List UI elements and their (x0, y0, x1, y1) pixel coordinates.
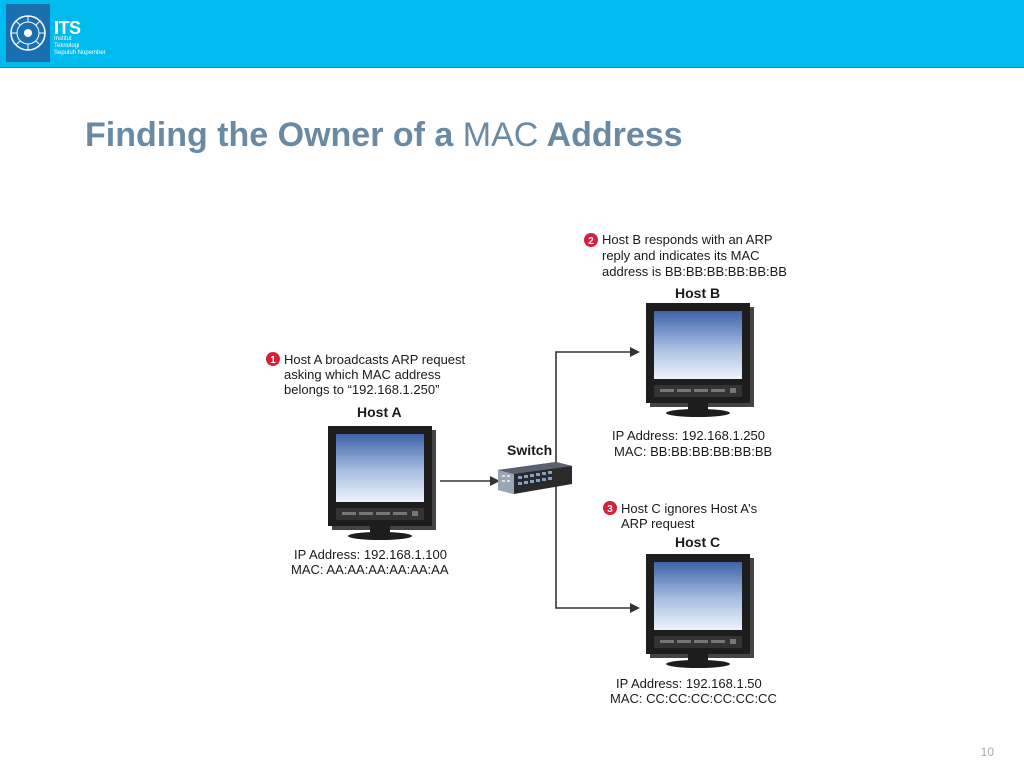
title-part-1: Finding the Owner of a (85, 116, 463, 154)
its-emblem-icon (6, 4, 50, 62)
connection-lines (440, 351, 630, 609)
step-3-line-2: ARP request (621, 516, 695, 531)
step-2-callout: 2 Host B responds with an ARP reply and … (584, 232, 787, 279)
logo-main: ITS (54, 18, 81, 38)
step-1-badge (266, 352, 280, 366)
step-2-number: 2 (588, 236, 594, 247)
step-2-line-2: reply and indicates its MAC (602, 248, 760, 263)
title-part-2: MAC (462, 116, 539, 154)
logo-line-3: Sepuluh Nopember (54, 50, 106, 56)
host-b-name: Host B (675, 285, 720, 301)
logo-line-2: Teknologi (54, 43, 80, 49)
step-2-badge (584, 233, 598, 247)
host-b-monitor-icon (646, 303, 754, 417)
its-logo-text: ITS Institut Teknologi Sepuluh Nopember (54, 18, 106, 57)
host-c-ip: IP Address: 192.168.1.50 (616, 676, 762, 691)
host-b-ip: IP Address: 192.168.1.250 (612, 428, 765, 443)
host-a-monitor-icon (328, 426, 436, 540)
step-3-line-1: Host C ignores Host A’s (621, 501, 758, 516)
host-c-mac: MAC: CC:CC:CC:CC:CC:CC (610, 691, 777, 706)
step-2-line-1: Host B responds with an ARP (602, 232, 773, 247)
host-b-mac: MAC: BB:BB:BB:BB:BB:BB (614, 444, 772, 459)
step-1-line-3: belongs to “192.168.1.250” (284, 382, 439, 397)
step-1-callout: 1 Host A broadcasts ARP request asking w… (266, 352, 466, 397)
switch-label: Switch (507, 442, 552, 458)
step-1-number: 1 (270, 355, 276, 366)
step-1-line-2: asking which MAC address (284, 367, 441, 382)
step-3-callout: 3 Host C ignores Host A’s ARP request (603, 501, 758, 531)
host-a-name: Host A (357, 404, 402, 420)
host-a-ip: IP Address: 192.168.1.100 (294, 547, 447, 562)
step-1-line-1: Host A broadcasts ARP request (284, 352, 466, 367)
logo-line-1: Institut (54, 36, 72, 42)
step-3-number: 3 (607, 504, 613, 515)
slide-header-bar: ITS Institut Teknologi Sepuluh Nopember (0, 0, 1024, 68)
host-c-monitor-icon (646, 554, 754, 668)
step-3-badge (603, 501, 617, 515)
step-2-line-3: address is BB:BB:BB:BB:BB:BB (602, 264, 787, 279)
host-a-mac: MAC: AA:AA:AA:AA:AA:AA (291, 562, 449, 577)
arrowheads (490, 347, 640, 613)
host-c-name: Host C (675, 534, 720, 550)
switch-icon (498, 462, 572, 494)
slide-title: Finding the Owner of a MAC Address (85, 116, 683, 155)
slide-number: 10 (980, 745, 994, 759)
title-part-3: Address (538, 116, 683, 154)
